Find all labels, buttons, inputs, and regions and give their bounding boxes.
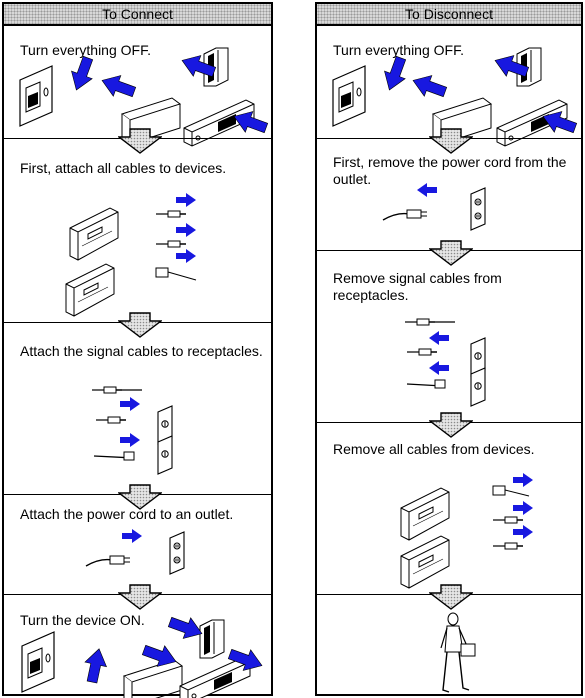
remove-signal-illustration [404, 318, 486, 407]
connect-step-2-label: First, attach all cables to devices. [20, 160, 227, 176]
down-arrow-icon [429, 128, 473, 154]
down-arrow-icon [429, 240, 473, 266]
connect-header: To Connect [4, 4, 271, 26]
down-arrow-icon [118, 584, 162, 610]
disconnect-header: To Disconnect [317, 4, 581, 26]
disconnect-step-3-label: Remove signal cables from receptacles. [333, 270, 502, 303]
connect-column: To Connect Turn everything OFF. First, a… [2, 2, 273, 698]
down-arrow-icon [429, 412, 473, 438]
disconnect-step-1-label: Turn everything OFF. [333, 42, 464, 58]
connect-step-5-label: Turn the device ON. [20, 612, 145, 628]
turn-off-illustration [332, 47, 580, 147]
walking-person-icon [440, 612, 476, 693]
attach-devices-illustration [65, 193, 197, 317]
attach-signal-illustration [91, 386, 173, 475]
remove-devices-illustration [400, 473, 533, 589]
down-arrow-icon [118, 312, 162, 338]
disconnect-step-2-label: First, remove the power cord from the ou… [333, 154, 567, 187]
disconnect-column: To Disconnect Turn everything OFF. First… [315, 2, 583, 696]
connect-step-3-label: Attach the signal cables to receptacles. [20, 343, 263, 359]
down-arrow-icon [429, 584, 473, 610]
disconnect-step-4-label: Remove all cables from devices. [333, 441, 535, 457]
connect-step-4-label: Attach the power cord to an outlet. [20, 506, 234, 522]
remove-power-illustration [382, 183, 486, 231]
turn-on-illustration [21, 611, 267, 698]
turn-off-illustration [19, 47, 271, 147]
down-arrow-icon [118, 128, 162, 154]
connect-step-1-label: Turn everything OFF. [20, 42, 151, 58]
